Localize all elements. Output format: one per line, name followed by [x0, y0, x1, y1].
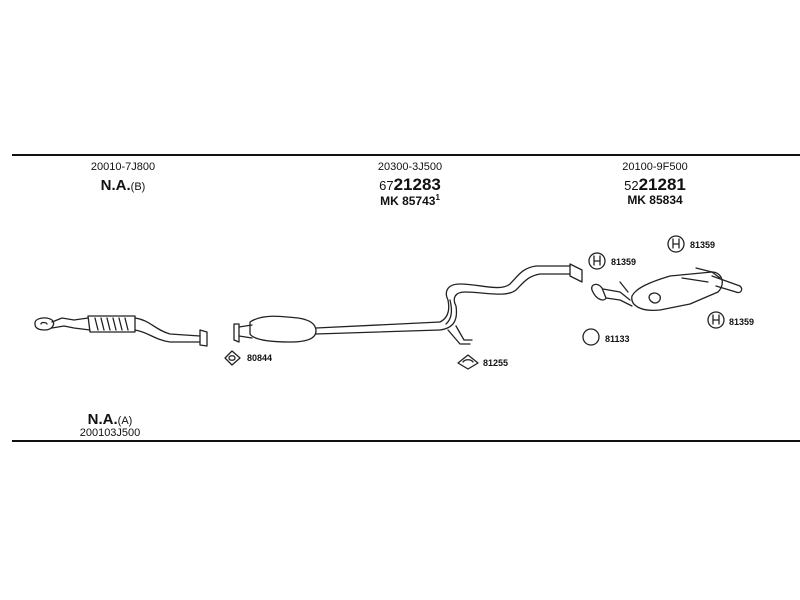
- callout-81359-a: 81359: [611, 257, 637, 267]
- callout-80844: 80844: [247, 353, 273, 363]
- hanger-81359-b-symbol: [667, 235, 685, 253]
- ring-81133-symbol: [582, 328, 600, 346]
- section-1-na: N.A.(B): [78, 178, 168, 193]
- section-2-oem: 20300-3J500: [377, 161, 443, 173]
- callout-81359-b: 81359: [690, 240, 716, 250]
- section-2-mk-number: MK 85743: [380, 194, 436, 208]
- hanger-81359-c-symbol: [707, 311, 725, 329]
- section-1-na-suffix: (B): [130, 181, 146, 193]
- bottom-na: N.A.(A): [60, 412, 160, 427]
- top-rule: [12, 154, 800, 156]
- clamp-81255-symbol: [457, 354, 479, 370]
- section-2-part-main: 21283: [393, 175, 441, 194]
- bottom-na-suffix: (A): [117, 415, 133, 427]
- section-2-part-number: 6721283: [355, 176, 465, 194]
- callout-81359-c: 81359: [729, 317, 755, 327]
- gasket-80844-symbol: [224, 350, 241, 366]
- section-2-part-prefix: 67: [379, 178, 394, 193]
- section-3-part-prefix: 52: [624, 178, 639, 193]
- section-3-part-number: 5221281: [600, 176, 710, 194]
- section-1-na-label: N.A.: [100, 177, 131, 194]
- front-pipe-part: [34, 315, 208, 347]
- center-pipe-part: [233, 263, 583, 345]
- section-3-part-main: 21281: [638, 175, 686, 194]
- section-1-oem: 20010-7J800: [90, 161, 156, 173]
- section-3-mk: MK 85834: [627, 193, 683, 207]
- hanger-81359-a-symbol: [588, 252, 606, 270]
- section-2-mk: MK 857431: [355, 193, 465, 208]
- section-2-mk-sup: 1: [435, 193, 440, 202]
- rear-muffler-part: [591, 267, 743, 312]
- callout-81133: 81133: [605, 334, 630, 344]
- bottom-oem: 200103J500: [79, 427, 141, 439]
- callout-81255: 81255: [483, 358, 509, 368]
- bottom-na-label: N.A.: [87, 411, 118, 428]
- bottom-rule: [12, 440, 800, 442]
- section-3-oem: 20100-9F500: [622, 161, 688, 173]
